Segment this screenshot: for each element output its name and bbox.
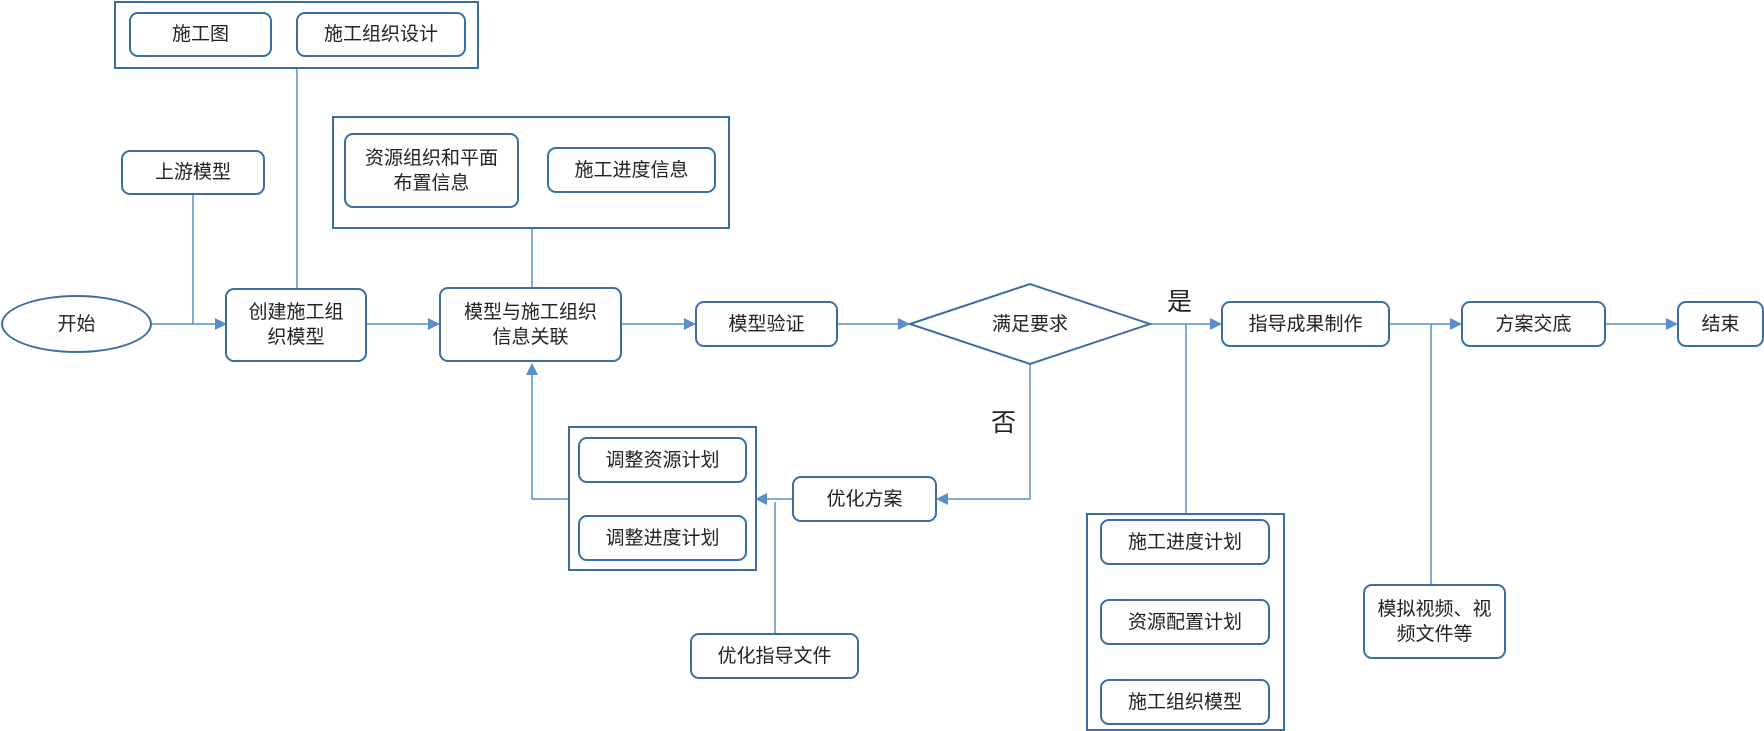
produce-guidance-node[interactable]: 指导成果制作: [1221, 301, 1390, 347]
meets-requirement-node[interactable]: 满足要求: [991, 312, 1068, 335]
resource-layout-label: 资源组织和平面布置信息: [364, 146, 498, 194]
create-model-node[interactable]: 创建施工组织模型: [225, 288, 367, 362]
drawings-node[interactable]: 施工图: [129, 12, 272, 57]
sim-video-label: 模拟视频、视频文件等: [1377, 597, 1492, 645]
sim-video-node[interactable]: 模拟视频、视频文件等: [1363, 584, 1506, 659]
output-plans-group: [1086, 513, 1285, 731]
yes-branch-label: 是: [1167, 287, 1193, 316]
optimize-node[interactable]: 优化方案: [792, 476, 937, 522]
optimize-doc-node[interactable]: 优化指导文件: [690, 633, 859, 679]
schedule-info-node[interactable]: 施工进度信息: [547, 147, 716, 193]
connector-adjust-to-link: [526, 363, 568, 500]
input-documents-group: [114, 1, 479, 69]
org-design-node[interactable]: 施工组织设计: [296, 12, 466, 57]
link-info-node[interactable]: 模型与施工组织信息关联: [439, 287, 622, 362]
verify-node[interactable]: 模型验证: [695, 301, 838, 347]
adjust-plans-group: [568, 426, 757, 571]
resource-layout-node[interactable]: 资源组织和平面布置信息: [344, 133, 519, 208]
info-inputs-group: [332, 116, 730, 229]
create-model-label: 创建施工组织模型: [248, 301, 344, 348]
link-info-label: 模型与施工组织信息关联: [463, 300, 597, 348]
adjust-resource-node[interactable]: 调整资源计划: [578, 437, 747, 483]
upstream-model-node[interactable]: 上游模型: [121, 150, 265, 195]
schedule-plan-node[interactable]: 施工进度计划: [1100, 519, 1270, 565]
adjust-schedule-node[interactable]: 调整进度计划: [578, 515, 747, 561]
no-branch-label: 否: [991, 408, 1017, 437]
resource-plan-node[interactable]: 资源配置计划: [1100, 599, 1270, 645]
start-node[interactable]: 开始: [1, 295, 152, 353]
end-node[interactable]: 结束: [1677, 301, 1764, 347]
disclosure-node[interactable]: 方案交底: [1461, 301, 1606, 347]
decision-diamond: [906, 282, 1154, 366]
org-model-node[interactable]: 施工组织模型: [1100, 679, 1270, 725]
connector-decision-no: [936, 364, 1031, 505]
